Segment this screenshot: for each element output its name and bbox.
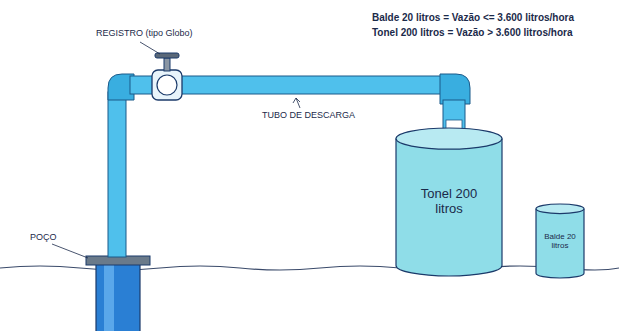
well-label: POÇO [30, 232, 57, 242]
cylinder-top [536, 204, 584, 214]
node-text: Balde 20 litros [542, 232, 578, 250]
leader-arrow [293, 98, 300, 108]
leader-line [140, 42, 160, 54]
pipe-label: TUBO DE DESCARGA [262, 110, 355, 120]
valve-globe [157, 75, 177, 95]
node-text: Tonel 200 litros [414, 187, 484, 217]
cylinder-body [396, 139, 502, 276]
barrel-tank: Tonel 200 litros [396, 128, 502, 276]
ground-line [0, 266, 619, 270]
suction-pipe [108, 92, 126, 257]
valve-stem [164, 58, 170, 71]
valve-body [152, 70, 182, 100]
valve-handwheel [155, 53, 179, 58]
bucket: Balde 20 litros [536, 204, 584, 278]
flow-note: Tonel 200 litros = Vazão > 3.600 litros/… [372, 27, 572, 38]
flow-note: Balde 20 litros = Vazão <= 3.600 litros/… [372, 12, 574, 23]
well-shaft [96, 264, 140, 331]
cylinder-top [396, 128, 502, 149]
leader-line [52, 244, 88, 258]
valve-label: REGISTRO (tipo Globo) [96, 28, 193, 38]
well-highlight [104, 264, 114, 331]
cylinder-body [536, 209, 584, 278]
